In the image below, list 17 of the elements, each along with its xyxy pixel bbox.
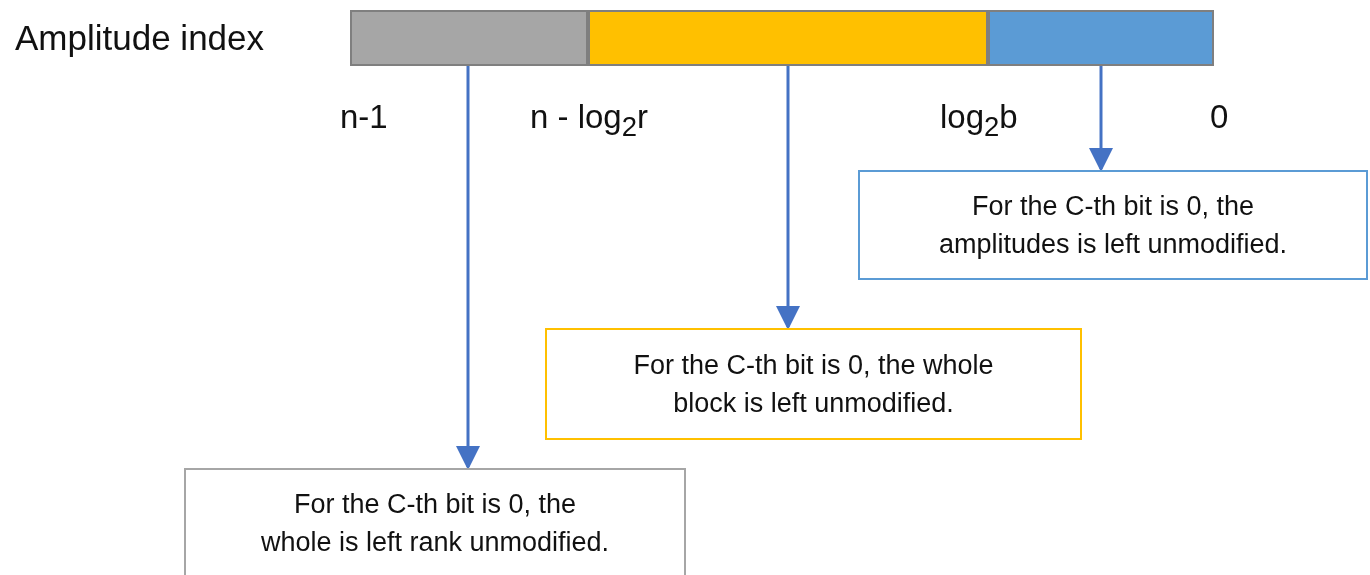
bit-position-label: 0 bbox=[1210, 98, 1229, 136]
arrow bbox=[1089, 66, 1113, 172]
bit-position-label: n-1 bbox=[340, 98, 388, 136]
bit-position-label: log$_{2}$b bbox=[940, 98, 1018, 143]
note-text: For the C-th bit is 0, the whole block is left unmodified. bbox=[632, 349, 995, 420]
index-bar-segment bbox=[350, 10, 588, 66]
note-box bbox=[858, 170, 1368, 280]
bit-position-label: n - log$_{2}$r bbox=[530, 98, 648, 143]
note-text: For the C-th bit is 0, the whole is left rank unmodified. bbox=[259, 488, 611, 559]
index-bar-segment bbox=[988, 10, 1214, 66]
note-box bbox=[545, 328, 1082, 440]
axis-title: Amplitude index bbox=[15, 18, 265, 58]
arrow bbox=[456, 66, 480, 470]
index-bar-segment bbox=[588, 10, 988, 66]
note-text: For the C-th bit is 0, the amplitudes is left unmodified. bbox=[937, 190, 1289, 261]
note-box bbox=[184, 468, 686, 575]
arrow bbox=[776, 66, 800, 330]
